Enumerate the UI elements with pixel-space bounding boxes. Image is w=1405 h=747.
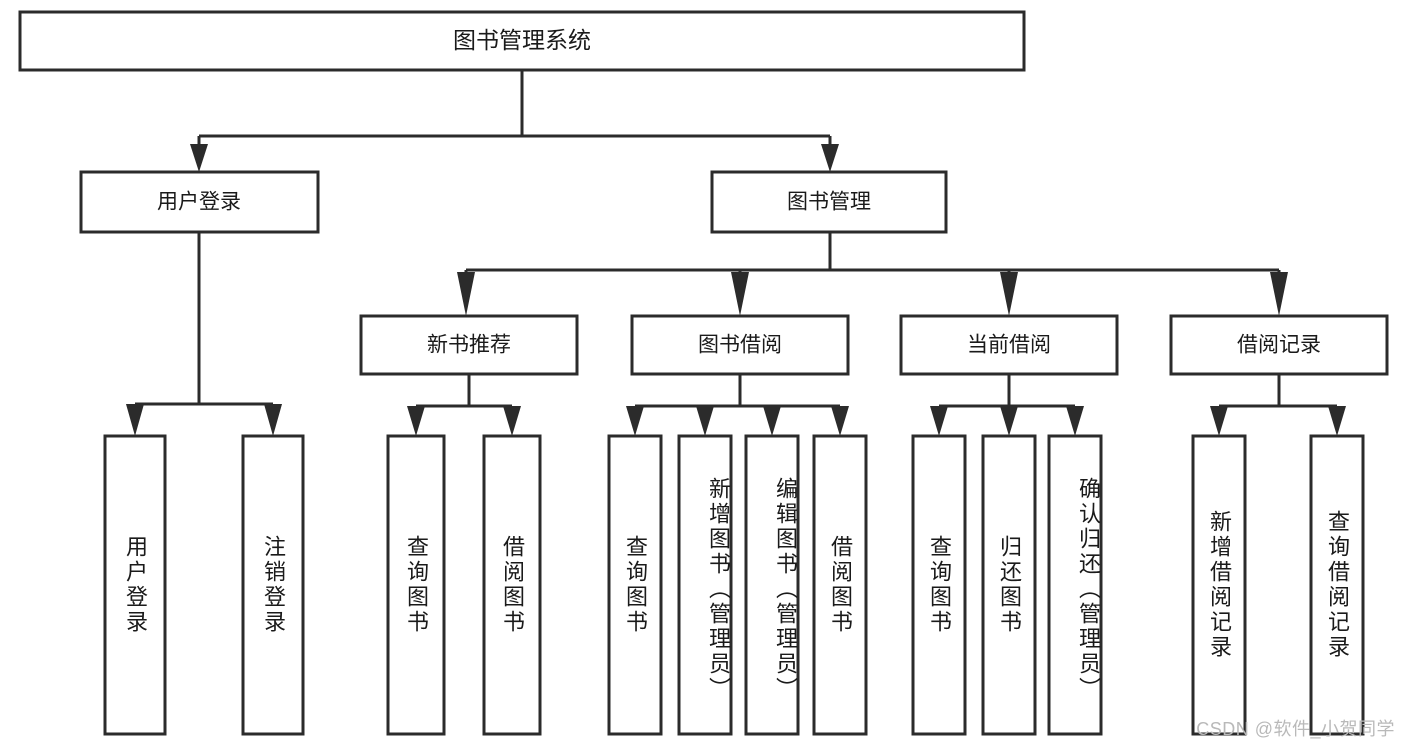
node-box-new-book[interactable] <box>359 314 579 376</box>
node-box-book-mgmt[interactable] <box>710 170 948 234</box>
arrow-to-bb-edit <box>763 406 781 436</box>
node-box-leaf-user-login[interactable] <box>103 434 167 736</box>
node-box-leaf-nb-borrow[interactable] <box>482 434 542 736</box>
node-box-leaf-bb-query[interactable] <box>607 434 663 736</box>
label-root: 图书管理系统 <box>453 27 591 53</box>
node-box-leaf-bb-edit[interactable] <box>744 434 800 736</box>
node-box-borrow[interactable] <box>630 314 850 376</box>
connector-group-current <box>930 374 1084 436</box>
label-borrow: 图书借阅 <box>698 334 782 357</box>
connector-group-root <box>190 70 839 172</box>
node-labels-horizontal: 图书管理系统 用户登录 图书管理 新书推荐 图书借阅 当前借阅 借阅记录 <box>157 27 1321 356</box>
label-record: 借阅记录 <box>1237 334 1321 357</box>
arrow-to-bb-add <box>696 406 714 436</box>
arrow-to-nb-query <box>407 406 425 436</box>
arrow-to-rec-add <box>1210 406 1228 436</box>
arrow-to-cb-return <box>1000 406 1018 436</box>
arrow-to-leaf-logout <box>264 404 282 436</box>
node-box-leaf-bb-add[interactable] <box>677 434 733 736</box>
connector-group-borrow <box>626 374 849 436</box>
arrow-to-borrow <box>731 272 749 316</box>
connector-group-new-book <box>407 374 521 436</box>
node-box-leaf-rec-query[interactable] <box>1309 434 1365 736</box>
watermark-text: CSDN @软件_小贺同学 <box>1196 719 1395 739</box>
node-box-leaf-bb-borrow[interactable] <box>812 434 868 736</box>
node-box-current[interactable] <box>899 314 1119 376</box>
arrow-to-bb-query <box>626 406 644 436</box>
node-box-user-login[interactable] <box>79 170 320 234</box>
node-box-leaf-rec-add[interactable] <box>1191 434 1247 736</box>
node-box-leaf-cb-return[interactable] <box>981 434 1037 736</box>
connector-group-record <box>1210 374 1346 436</box>
node-box-root[interactable] <box>18 10 1026 72</box>
node-box-leaf-cb-confirm[interactable] <box>1047 434 1103 736</box>
arrow-to-bb-borrow <box>831 406 849 436</box>
node-box-record[interactable] <box>1169 314 1389 376</box>
node-boxes <box>18 10 1389 736</box>
label-book-mgmt: 图书管理 <box>787 191 871 214</box>
connector-group-user-login <box>126 232 282 436</box>
arrow-to-rec-query <box>1328 406 1346 436</box>
arrow-to-record <box>1270 272 1288 316</box>
arrow-to-new-book <box>457 272 475 316</box>
connector-group-book-mgmt <box>457 232 1288 316</box>
arrow-to-book-mgmt <box>821 144 839 172</box>
node-box-leaf-cb-query[interactable] <box>911 434 967 736</box>
arrow-to-user-login <box>190 144 208 172</box>
arrow-to-nb-borrow <box>503 406 521 436</box>
label-user-login: 用户登录 <box>157 191 241 214</box>
label-current: 当前借阅 <box>967 334 1051 357</box>
node-box-leaf-logout[interactable] <box>241 434 305 736</box>
arrow-to-current <box>1000 272 1018 316</box>
arrow-to-leaf-user-login <box>126 404 144 436</box>
node-box-leaf-nb-query[interactable] <box>386 434 446 736</box>
label-new-book: 新书推荐 <box>427 334 511 357</box>
arrow-to-cb-query <box>930 406 948 436</box>
arrow-to-cb-confirm <box>1066 406 1084 436</box>
